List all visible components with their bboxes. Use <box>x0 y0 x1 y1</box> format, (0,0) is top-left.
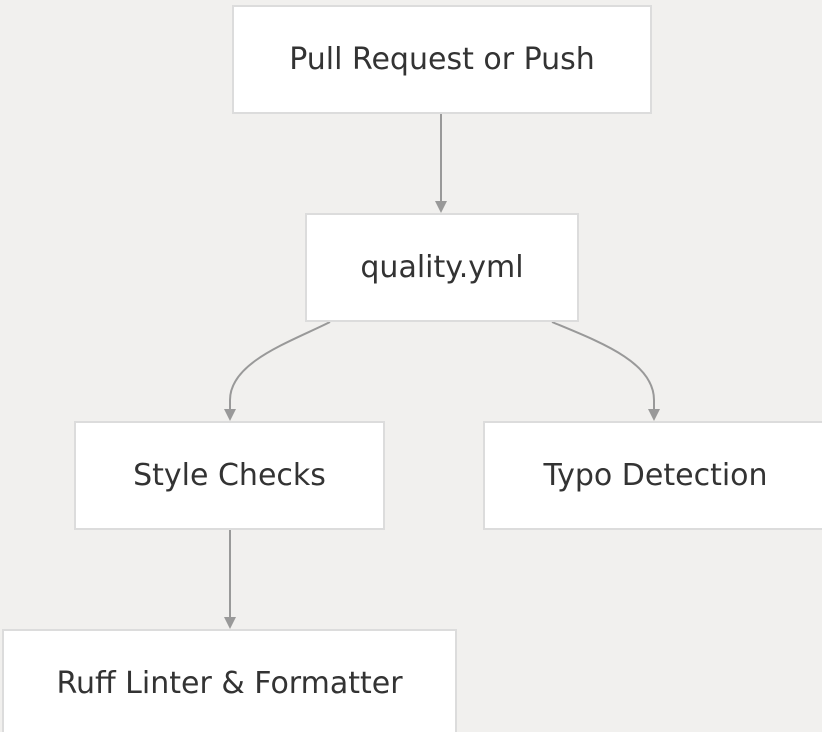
node-label: quality.yml <box>360 250 524 285</box>
edge-quality-to-style <box>224 321 331 421</box>
node-pull-request-or-push: Pull Request or Push <box>232 5 652 114</box>
node-typo-detection: Typo Detection <box>483 421 822 530</box>
node-style-checks: Style Checks <box>74 421 385 530</box>
node-label: Pull Request or Push <box>289 42 595 77</box>
node-label: Typo Detection <box>543 458 768 493</box>
node-label: Style Checks <box>133 458 326 493</box>
edge-quality-to-typo <box>551 321 660 421</box>
node-quality-yml: quality.yml <box>305 213 579 322</box>
node-label: Ruff Linter & Formatter <box>56 666 403 701</box>
node-ruff-linter-formatter: Ruff Linter & Formatter <box>2 629 457 732</box>
